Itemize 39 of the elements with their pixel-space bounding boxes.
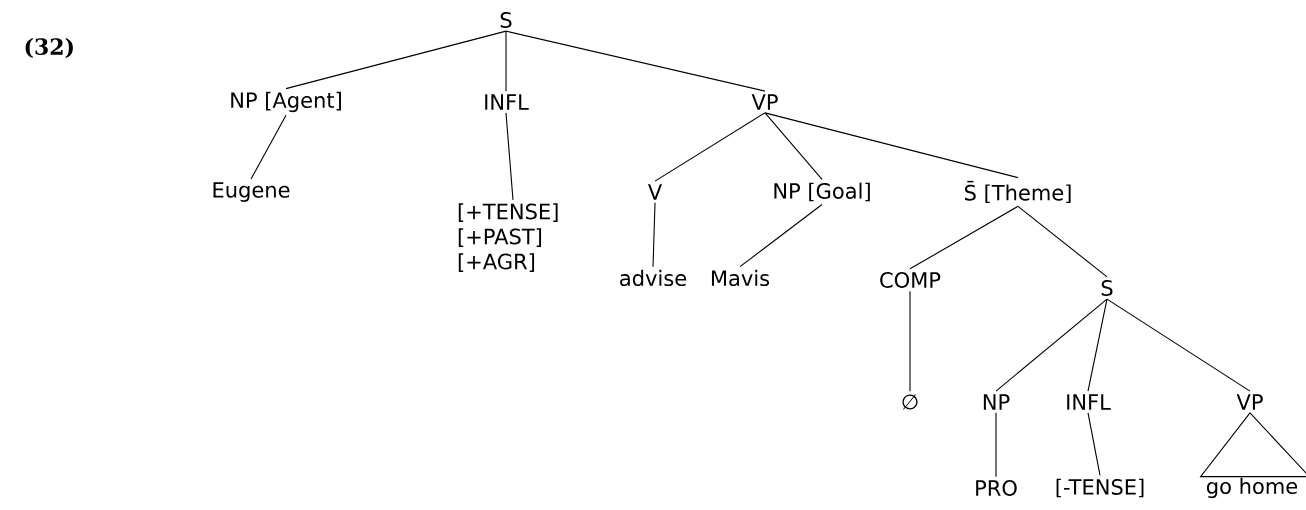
tree-label: COMP — [880, 272, 941, 288]
branch-line — [764, 112, 1019, 179]
tree-label: NP [Goal] — [774, 182, 870, 202]
tree-label: PRO — [976, 480, 1017, 496]
tree-label: ∅ — [902, 394, 918, 410]
tree-label: Mavis — [711, 269, 770, 287]
branch-line — [909, 290, 911, 392]
branch-line — [764, 112, 823, 180]
tree-label: VP — [1236, 394, 1263, 410]
tree-label: S — [500, 12, 512, 28]
branch-line — [909, 205, 1019, 270]
tree-label: INFL — [1067, 394, 1111, 410]
branch-line — [250, 114, 287, 180]
branch-line — [654, 112, 766, 182]
example-number: (32) — [25, 37, 73, 59]
tree-label: NP — [983, 394, 1010, 410]
branch-line — [505, 30, 507, 92]
branch-line — [1017, 205, 1108, 278]
tree-label: [-TENSE] — [1056, 478, 1144, 498]
branch-line — [995, 298, 1108, 392]
branch-line — [505, 30, 766, 92]
branch-line — [1106, 298, 1251, 392]
branch-line — [505, 112, 514, 201]
tree-label: VP — [751, 94, 778, 110]
tree-label: advise — [620, 269, 687, 287]
tree-label: S̄ [Theme] — [964, 180, 1071, 204]
tree-label: S — [1101, 280, 1113, 296]
branch-line — [1087, 298, 1108, 392]
branch-line — [285, 30, 507, 90]
branch-line — [652, 202, 656, 268]
tree-label: V — [648, 184, 662, 200]
tree-label: [+TENSE] [+PAST] [+AGR] — [458, 203, 558, 272]
tree-label: NP [Agent] — [231, 91, 341, 113]
tree-label: Eugene — [213, 182, 290, 202]
tree-label: go home — [1206, 477, 1298, 499]
branch-line — [1087, 412, 1101, 476]
branch-line — [995, 412, 997, 478]
branch-line — [739, 204, 823, 268]
tree-label: INFL — [485, 94, 529, 110]
